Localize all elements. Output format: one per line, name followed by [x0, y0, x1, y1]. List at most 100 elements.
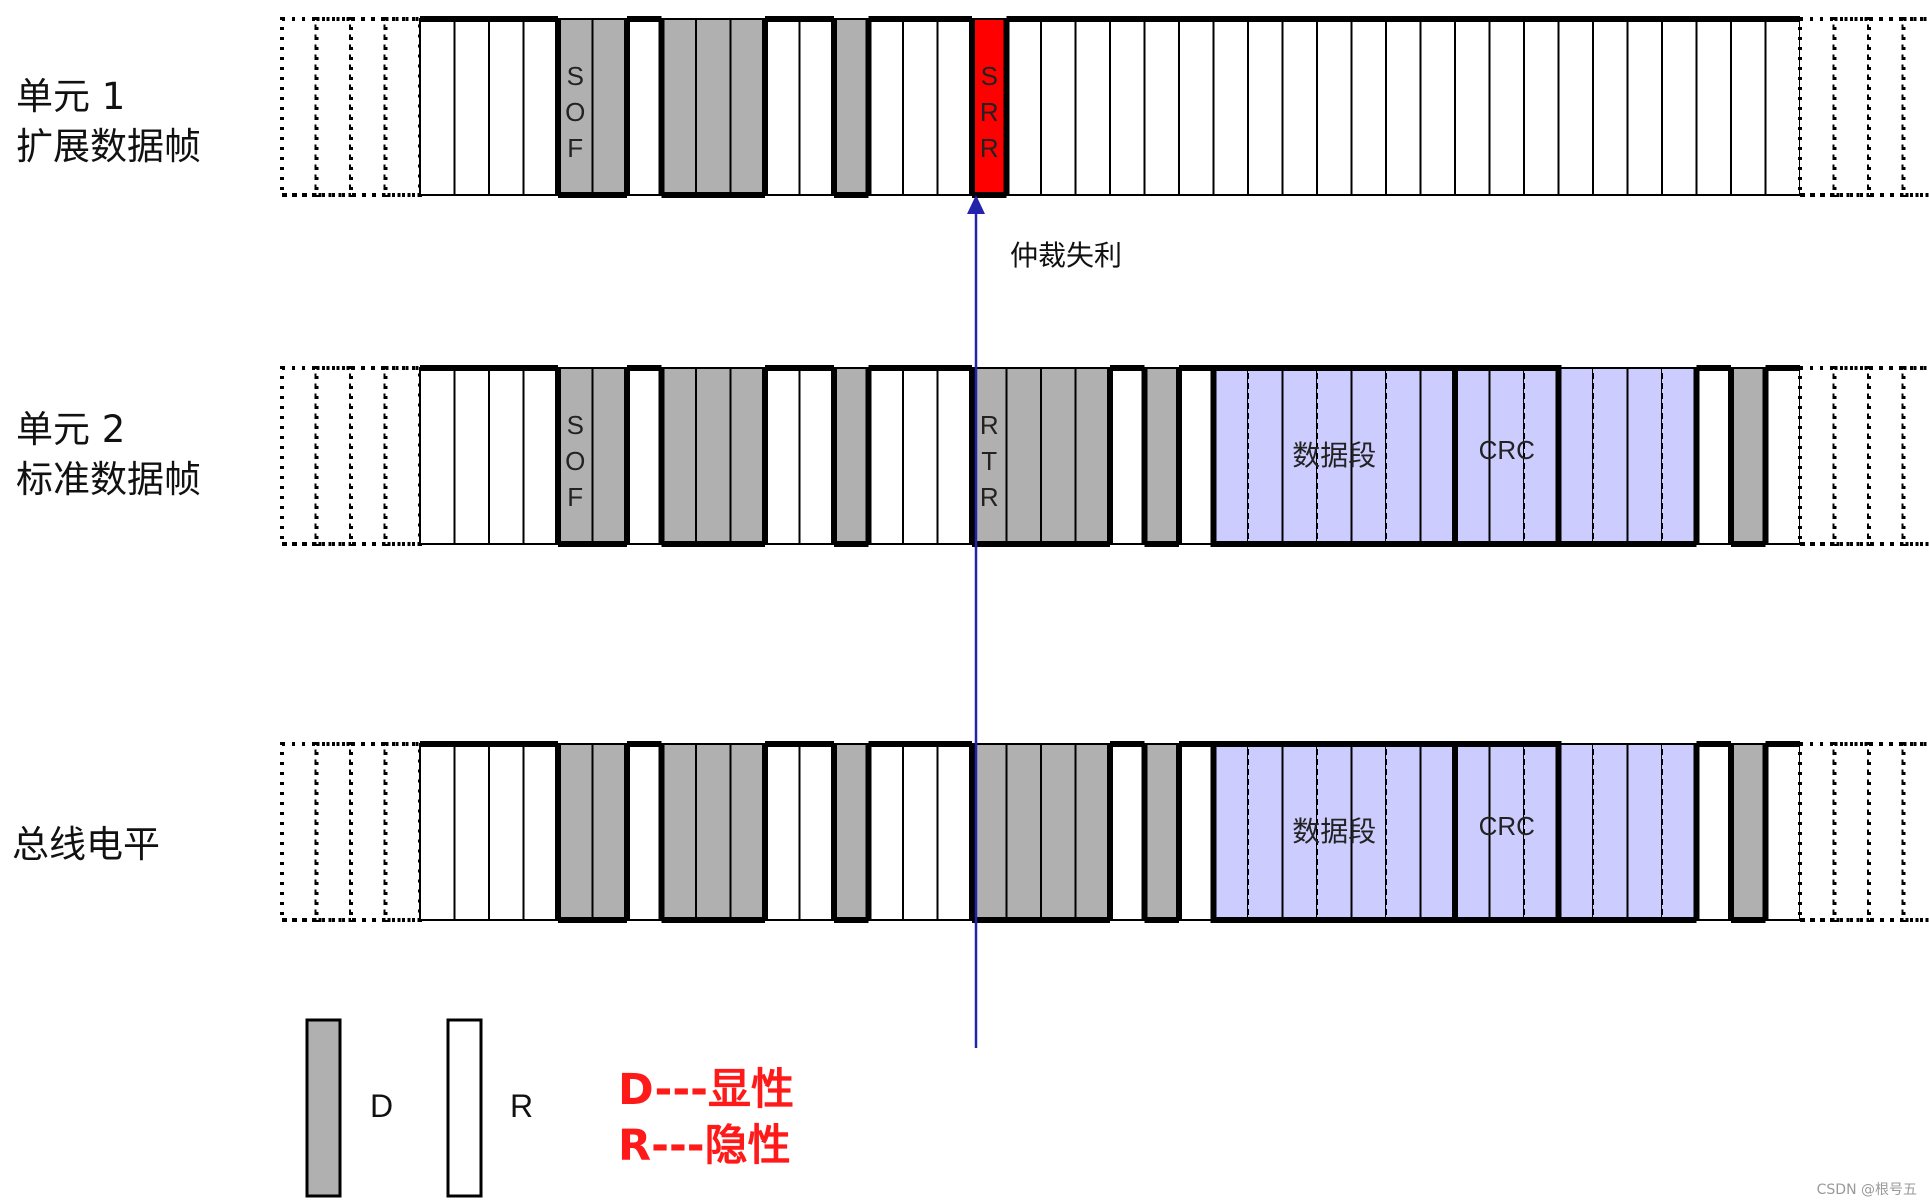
bit-cell: [902, 743, 939, 921]
sof-label-row2-char: S: [567, 410, 584, 440]
bit-cell: [764, 743, 801, 921]
bit-cell: [902, 367, 939, 545]
data-field-label: 数据段: [1292, 439, 1376, 472]
sof-label-row1: SOF: [565, 61, 585, 163]
bit-cell: [1385, 18, 1422, 196]
bit-cell: [522, 367, 559, 545]
rtr-label-row2-char: R: [980, 482, 999, 512]
rtr-label-row2: RTR: [980, 410, 999, 512]
bit-cell: [1212, 743, 1249, 921]
bit-cell: [798, 367, 835, 545]
srr-label-row1: SRR: [980, 61, 999, 163]
arbitration-lost-label: 仲裁失利: [1010, 239, 1122, 272]
crc-field-outline: [1452, 741, 1562, 923]
bit-cell: [764, 18, 801, 196]
definition-dominant: D---显性: [618, 1065, 795, 1115]
bit-cell: [626, 367, 663, 545]
row-label-unit2-line2: 标准数据帧: [16, 458, 201, 501]
bit-cell: [1661, 743, 1698, 921]
frame-row-3: [280, 741, 1929, 923]
bit-cell: [798, 743, 835, 921]
bit-cell: [1730, 743, 1767, 921]
bit-cell: [1074, 367, 1111, 545]
bit-cell: [1592, 18, 1629, 196]
rtr-label-row2-char: R: [980, 410, 999, 440]
bit-cell: [833, 743, 870, 921]
bit-cell: [1005, 743, 1042, 921]
bit-cell: [453, 743, 490, 921]
bit-cell: [1523, 18, 1560, 196]
bit-cell: [1557, 743, 1594, 921]
bit-cell: [383, 366, 422, 546]
bit-cell: [349, 17, 388, 197]
bit-cell: [1557, 18, 1594, 196]
crc-field-label: CRC: [1479, 435, 1535, 465]
bit-cell: [1316, 743, 1353, 921]
row-label-unit2: 单元 2 标准数据帧: [16, 405, 201, 505]
bit-cell: [1143, 743, 1180, 921]
row-label-unit2-line1: 单元 2: [16, 408, 126, 451]
bit-cell: [1040, 367, 1077, 545]
bit-cell: [1074, 18, 1111, 196]
bit-cell: [1832, 17, 1871, 197]
bit-cell: [453, 18, 490, 196]
bit-cell: [1626, 18, 1663, 196]
bit-cell: [280, 366, 319, 546]
bit-cell: [1247, 18, 1284, 196]
bit-cell: [1074, 743, 1111, 921]
sof-label-row2-char: O: [565, 446, 585, 476]
bit-cell: [1419, 18, 1456, 196]
row-label-bus-level-line1: 总线电平: [12, 823, 160, 866]
bit-cell: [626, 18, 663, 196]
bit-cell: [488, 18, 525, 196]
srr-label-row1-char: S: [981, 61, 998, 91]
bit-cell: [1178, 743, 1215, 921]
bit-cell: [1247, 367, 1284, 545]
bit-cell: [557, 743, 594, 921]
bit-cell: [1178, 18, 1215, 196]
bit-cell: [936, 18, 973, 196]
legend-recessive-box: [446, 1018, 483, 1198]
crc-field-label: CRC: [1479, 811, 1535, 841]
crc-field-outline: [1452, 365, 1562, 547]
bit-cell: [1419, 743, 1456, 921]
bit-cell: [833, 367, 870, 545]
bit-cell: [971, 743, 1008, 921]
bit-cell: [1005, 18, 1042, 196]
legend-recessive-label: R: [510, 1088, 534, 1124]
bit-cell: [1143, 18, 1180, 196]
bit-cell: [488, 743, 525, 921]
bit-cell: [1040, 743, 1077, 921]
bit-cell: [1488, 18, 1525, 196]
bit-cell: [1350, 18, 1387, 196]
bit-cell: [488, 367, 525, 545]
bit-cell: [936, 367, 973, 545]
bit-cell: [383, 17, 422, 197]
bit-cell: [522, 743, 559, 921]
bit-cell: [1316, 18, 1353, 196]
bit-cell: [314, 17, 353, 197]
bit-cell: [833, 18, 870, 196]
rtr-label-row2-char: T: [981, 446, 997, 476]
sof-label-row1-char: F: [567, 133, 583, 163]
bit-cell: [626, 743, 663, 921]
legend-dominant-label: D: [370, 1088, 394, 1124]
bit-cell: [1385, 743, 1422, 921]
bit-cell: [729, 743, 766, 921]
bit-cell: [419, 743, 456, 921]
frame-row-2: [280, 365, 1929, 547]
row-label-unit1-line1: 单元 1: [16, 75, 126, 118]
sof-label-row2-char: F: [567, 482, 583, 512]
bit-cell: [591, 18, 628, 196]
bit-cell: [1867, 742, 1906, 922]
srr-label-row1-char: R: [980, 133, 999, 163]
bit-cell: [660, 743, 697, 921]
bit-cell: [1040, 18, 1077, 196]
bit-cell: [1109, 18, 1146, 196]
bit-cell: [1661, 367, 1698, 545]
bit-cell: [660, 18, 697, 196]
bit-cell: [1798, 366, 1837, 546]
bit-cell: [349, 742, 388, 922]
bit-cell: [1764, 743, 1801, 921]
bit-cell: [729, 18, 766, 196]
